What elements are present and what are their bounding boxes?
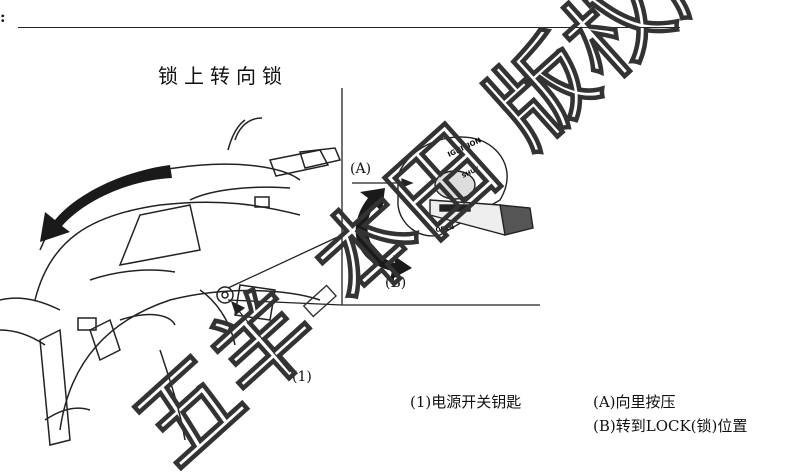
legend-item-key: (1)电源开关钥匙 <box>410 393 522 411</box>
callout-1: (1) <box>292 369 312 385</box>
open-label: OPEN <box>435 224 455 234</box>
turn-direction-arrow <box>40 165 172 242</box>
rotate-arrow-b <box>355 188 412 280</box>
section-title: 锁上转向锁 <box>158 64 288 88</box>
callout-b: (B) <box>385 275 407 291</box>
legend-item-a: (A)向里按压 <box>593 393 676 411</box>
push-arrow-a <box>352 178 414 188</box>
inset-frame <box>227 88 540 306</box>
legend-item-b: (B)转到LOCK(锁)位置 <box>593 417 748 435</box>
key-leader <box>230 300 291 373</box>
ignition-switch-drawing <box>397 136 534 237</box>
header-rule <box>18 27 680 28</box>
header-colon: : <box>0 8 6 26</box>
callout-a: (A) <box>350 161 372 177</box>
